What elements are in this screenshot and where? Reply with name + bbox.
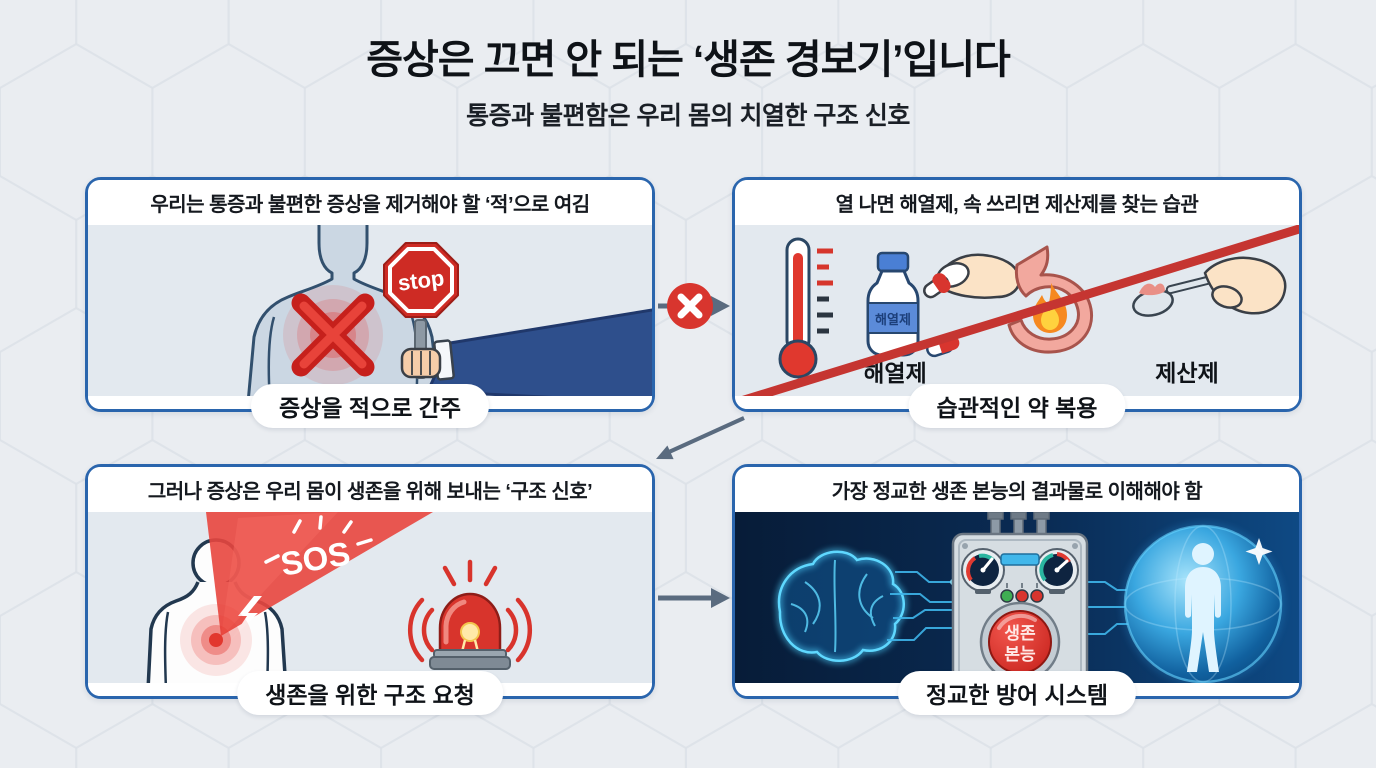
survival-instinct-button: 생존 본능 [979,601,1061,683]
panel2-illustration: 해열제 해열제 [735,225,1299,396]
human-sphere-icon [1121,522,1285,683]
stop-sign-icon: stop [383,242,459,318]
panel3-caption: 생존을 위한 구조 요청 [237,671,503,715]
panel3-header: 그러나 증상은 우리 몸이 생존을 위해 보내는 ‘구조 신호’ [88,467,652,512]
panel4-caption: 정교한 방어 시스템 [897,671,1137,715]
sparkle-icon [1245,538,1273,565]
panel4-illustration: 생존 본능 [735,512,1299,683]
panel2-header: 열 나면 해열제, 속 쓰리면 제산제를 찾는 습관 [735,180,1299,225]
title-block: 증상은 끄면 안 되는 ‘생존 경보기’입니다 통증과 불편함은 우리 몸의 치… [0,36,1376,132]
svg-text:해열제: 해열제 [875,312,911,327]
panel4-header: 가장 정교한 생존 본능의 결과물로 이해해야 함 [735,467,1299,512]
antacid-label: 제산제 [1155,360,1218,386]
pain-x-icon [283,285,383,385]
panel-symptom-as-enemy: 우리는 통증과 불편한 증상을 제거해야 할 ‘적’으로 여김 [85,177,655,428]
panel1-caption: 증상을 적으로 간주 [250,384,490,428]
hand-with-pill-icon [923,253,1021,299]
page-title: 증상은 끄면 안 되는 ‘생존 경보기’입니다 [366,38,1011,82]
siren-icon [407,559,533,670]
stomach-fire-icon [1007,245,1094,354]
gauge-right-icon [1035,548,1079,594]
page-subtitle: 통증과 불편함은 우리 몸의 치열한 구조 신호 [466,102,910,130]
hand-holding-stop-sign-icon: stop [383,242,652,396]
thermometer-icon [778,237,833,379]
panel2-caption: 습관적인 약 복용 [908,384,1126,428]
svg-text:생존: 생존 [1004,624,1036,643]
panel1-illustration: stop [88,225,652,396]
control-panel-icon: 생존 본능 [951,512,1089,683]
display-bar-icon [1000,553,1040,566]
svg-text:본능: 본능 [1004,645,1036,664]
panel1-header: 우리는 통증과 불편한 증상을 제거해야 할 ‘적’으로 여김 [88,180,652,225]
panel-defense-system: 가장 정교한 생존 본능의 결과물로 이해해야 함 [732,464,1302,715]
sos-beam-icon: SOS [206,512,433,640]
prohibition-slash-icon [741,225,1299,396]
brain-icon [777,549,906,663]
panel-rescue-signal: 그러나 증상은 우리 몸이 생존을 위해 보내는 ‘구조 신호’ SOS [85,464,655,715]
human-figure-icon [1185,543,1221,672]
svg-text:stop: stop [396,265,445,295]
gauge-left-icon [961,548,1005,594]
medicine-bottle-icon: 해열제 [866,251,960,358]
pain-glow-icon [180,604,252,676]
indicator-lights-icon [1000,583,1044,603]
panel3-illustration: SOS [88,512,652,683]
panel-habitual-medication: 열 나면 해열제, 속 쓰리면 제산제를 찾는 습관 해열제 [732,177,1302,428]
hand-with-spoon-icon [1132,256,1287,317]
